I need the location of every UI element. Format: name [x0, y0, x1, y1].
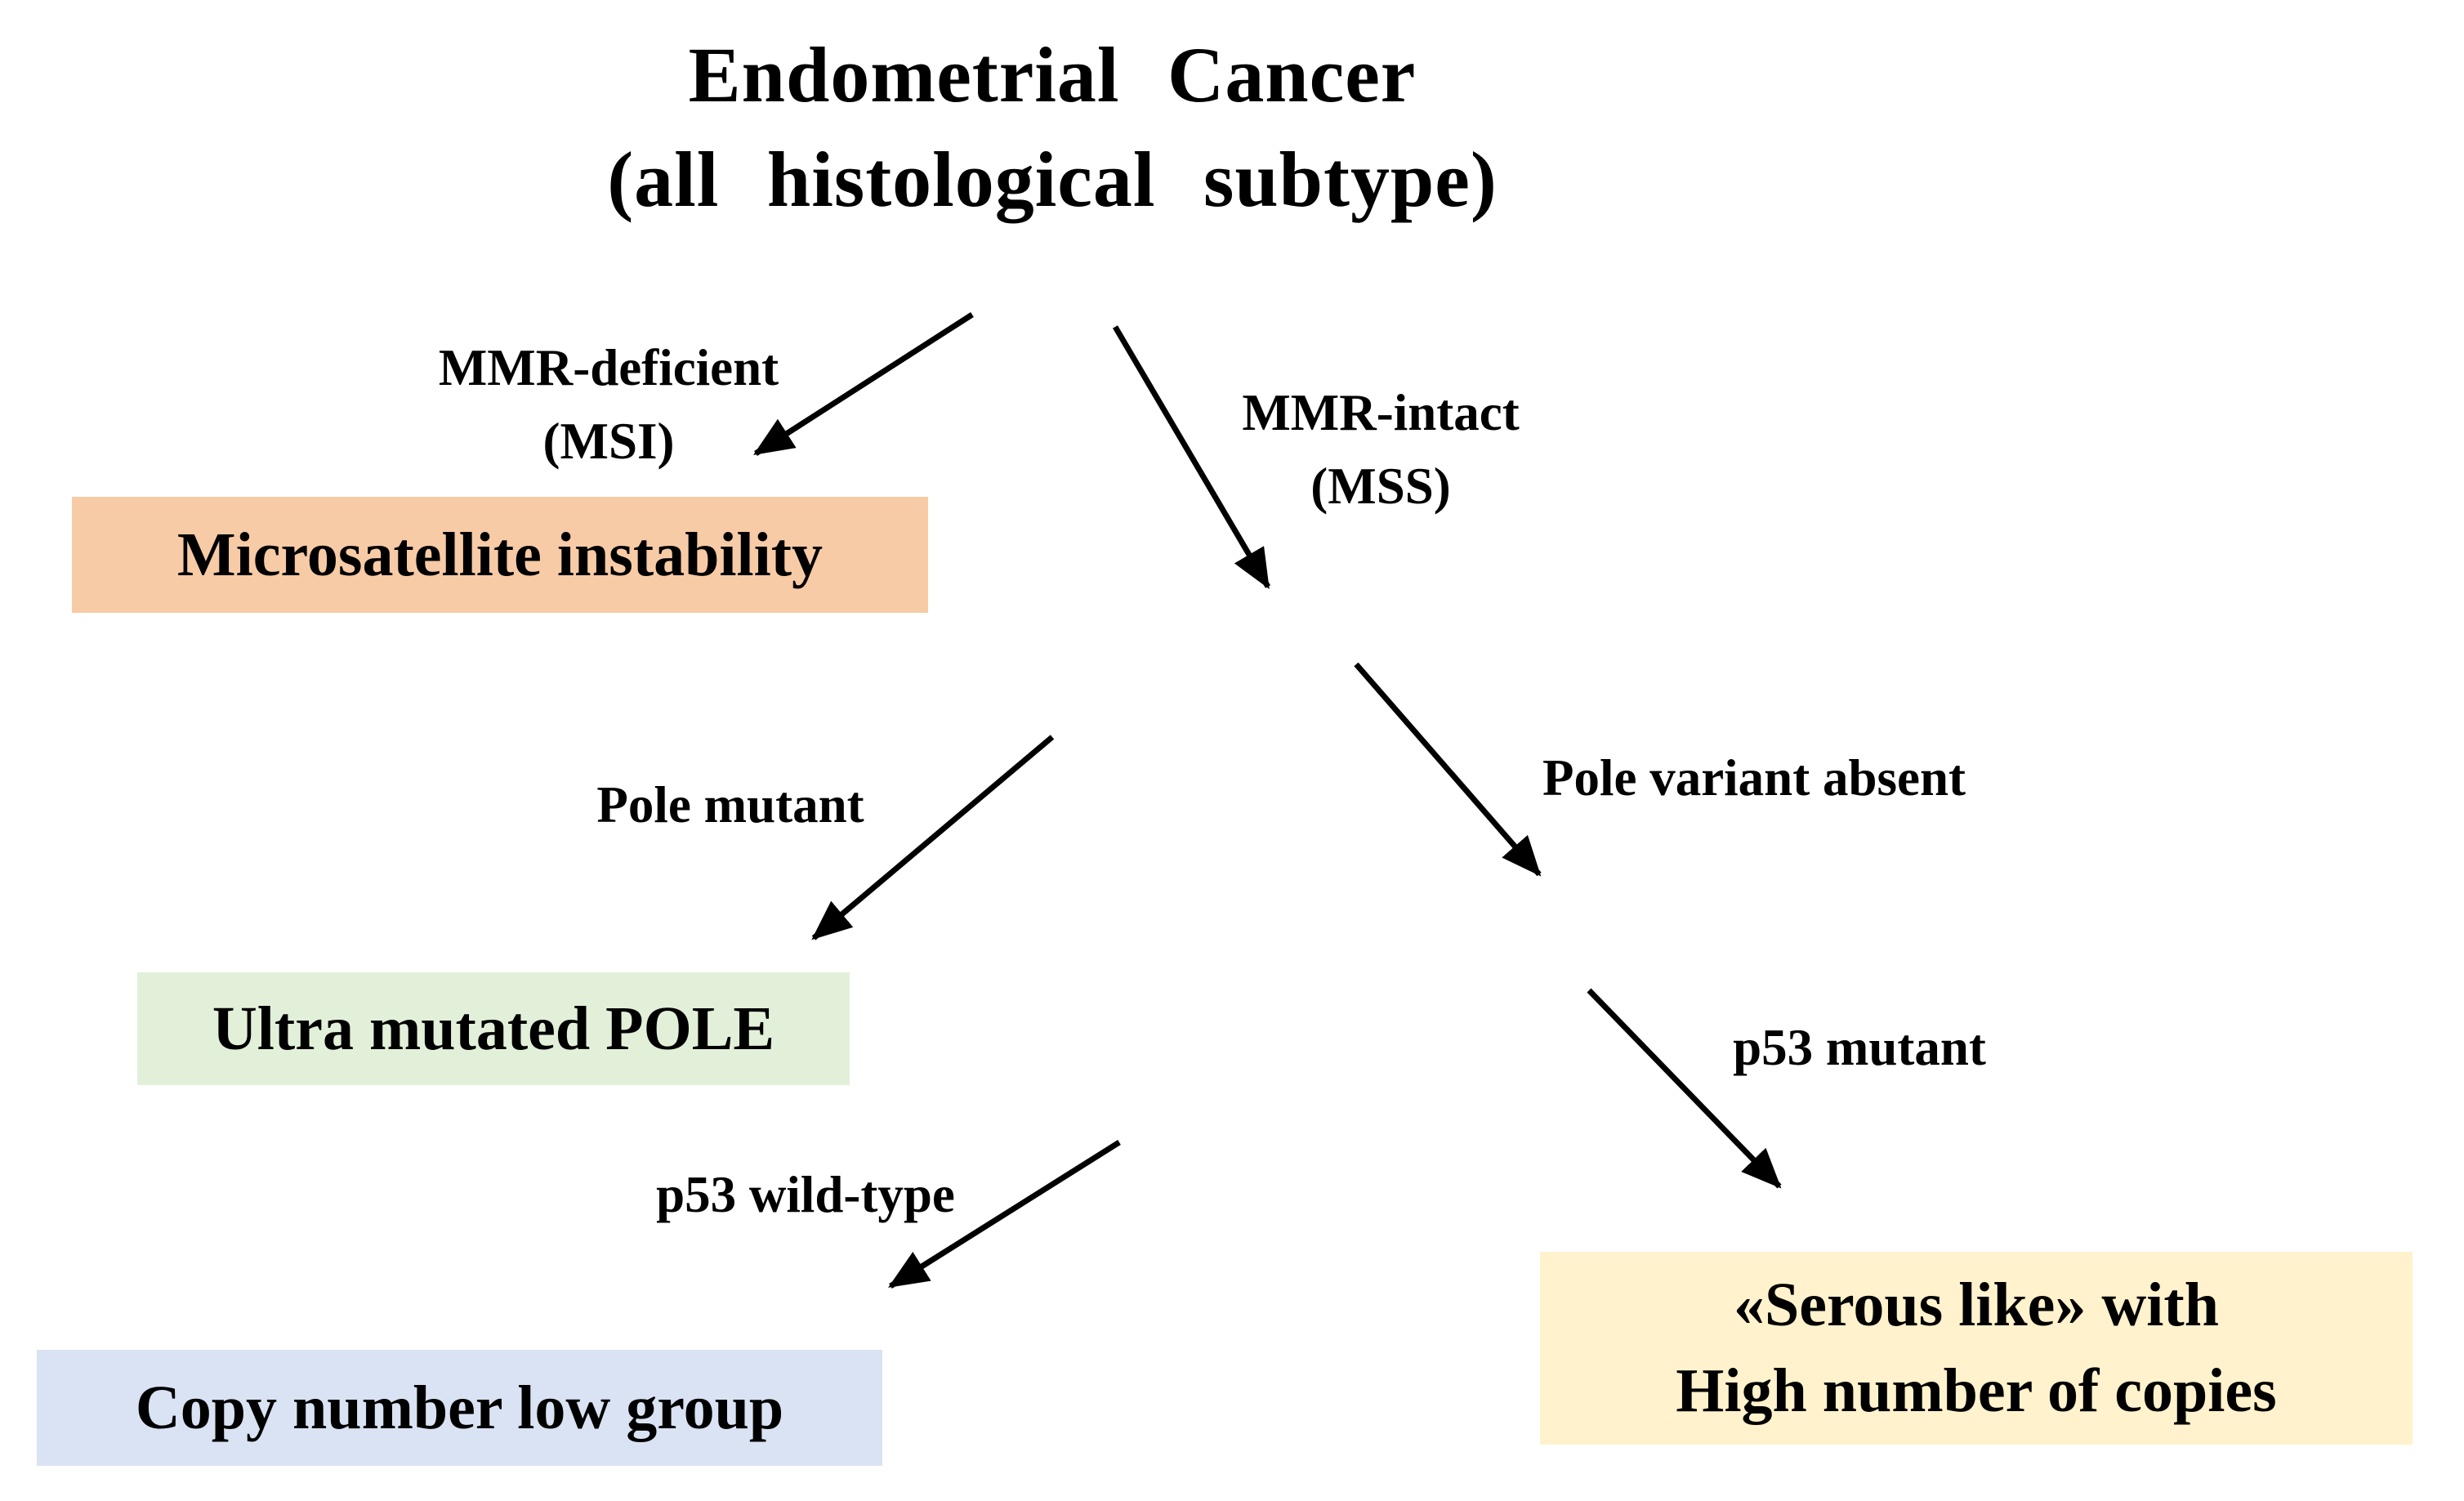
edge-label-pole-mutant: Pole mutant — [596, 776, 864, 833]
node-microsatellite-instability: Microsatellite instability — [72, 497, 928, 613]
node-serous-like: «Serous like» with High number of copies — [1540, 1252, 2413, 1445]
node-serous-like-line-1: «Serous like» with — [1733, 1271, 2219, 1339]
node-serous-like-line-2: High number of copies — [1676, 1356, 2277, 1425]
node-ultra-mutated-pole: Ultra mutated POLE — [137, 972, 850, 1085]
edge-label-mmr-deficient-line-1: MMR-deficient — [438, 339, 779, 396]
edge-label-mmr-intact: MMR-intact (MSS) — [1136, 376, 1626, 523]
edge-label-p53-wild-type: p53 wild-type — [656, 1166, 955, 1223]
page-title: Endometrial Cancer (all histological sub… — [497, 23, 1608, 232]
edge-label-p53-mutant: p53 mutant — [1733, 1019, 1986, 1076]
title-line-2: (all histological subtype) — [607, 136, 1498, 223]
title-line-1: Endometrial Cancer — [688, 31, 1417, 118]
node-copy-number-low: Copy number low group — [37, 1350, 882, 1466]
arrow-pole-mutant — [811, 735, 1055, 940]
node-copy-number-low-label: Copy number low group — [135, 1373, 784, 1442]
edge-label-mmr-deficient: MMR-deficient (MSI) — [364, 331, 854, 478]
edge-label-mmr-deficient-line-2: (MSI) — [542, 413, 675, 470]
node-ultra-mutated-pole-label: Ultra mutated POLE — [212, 994, 775, 1063]
edge-label-mmr-intact-line-1: MMR-intact — [1242, 384, 1520, 441]
edge-label-pole-variant-absent: Pole variant absent — [1542, 749, 1966, 806]
edge-label-mmr-intact-line-2: (MSS) — [1310, 458, 1451, 515]
node-microsatellite-instability-label: Microsatellite instability — [176, 520, 824, 589]
